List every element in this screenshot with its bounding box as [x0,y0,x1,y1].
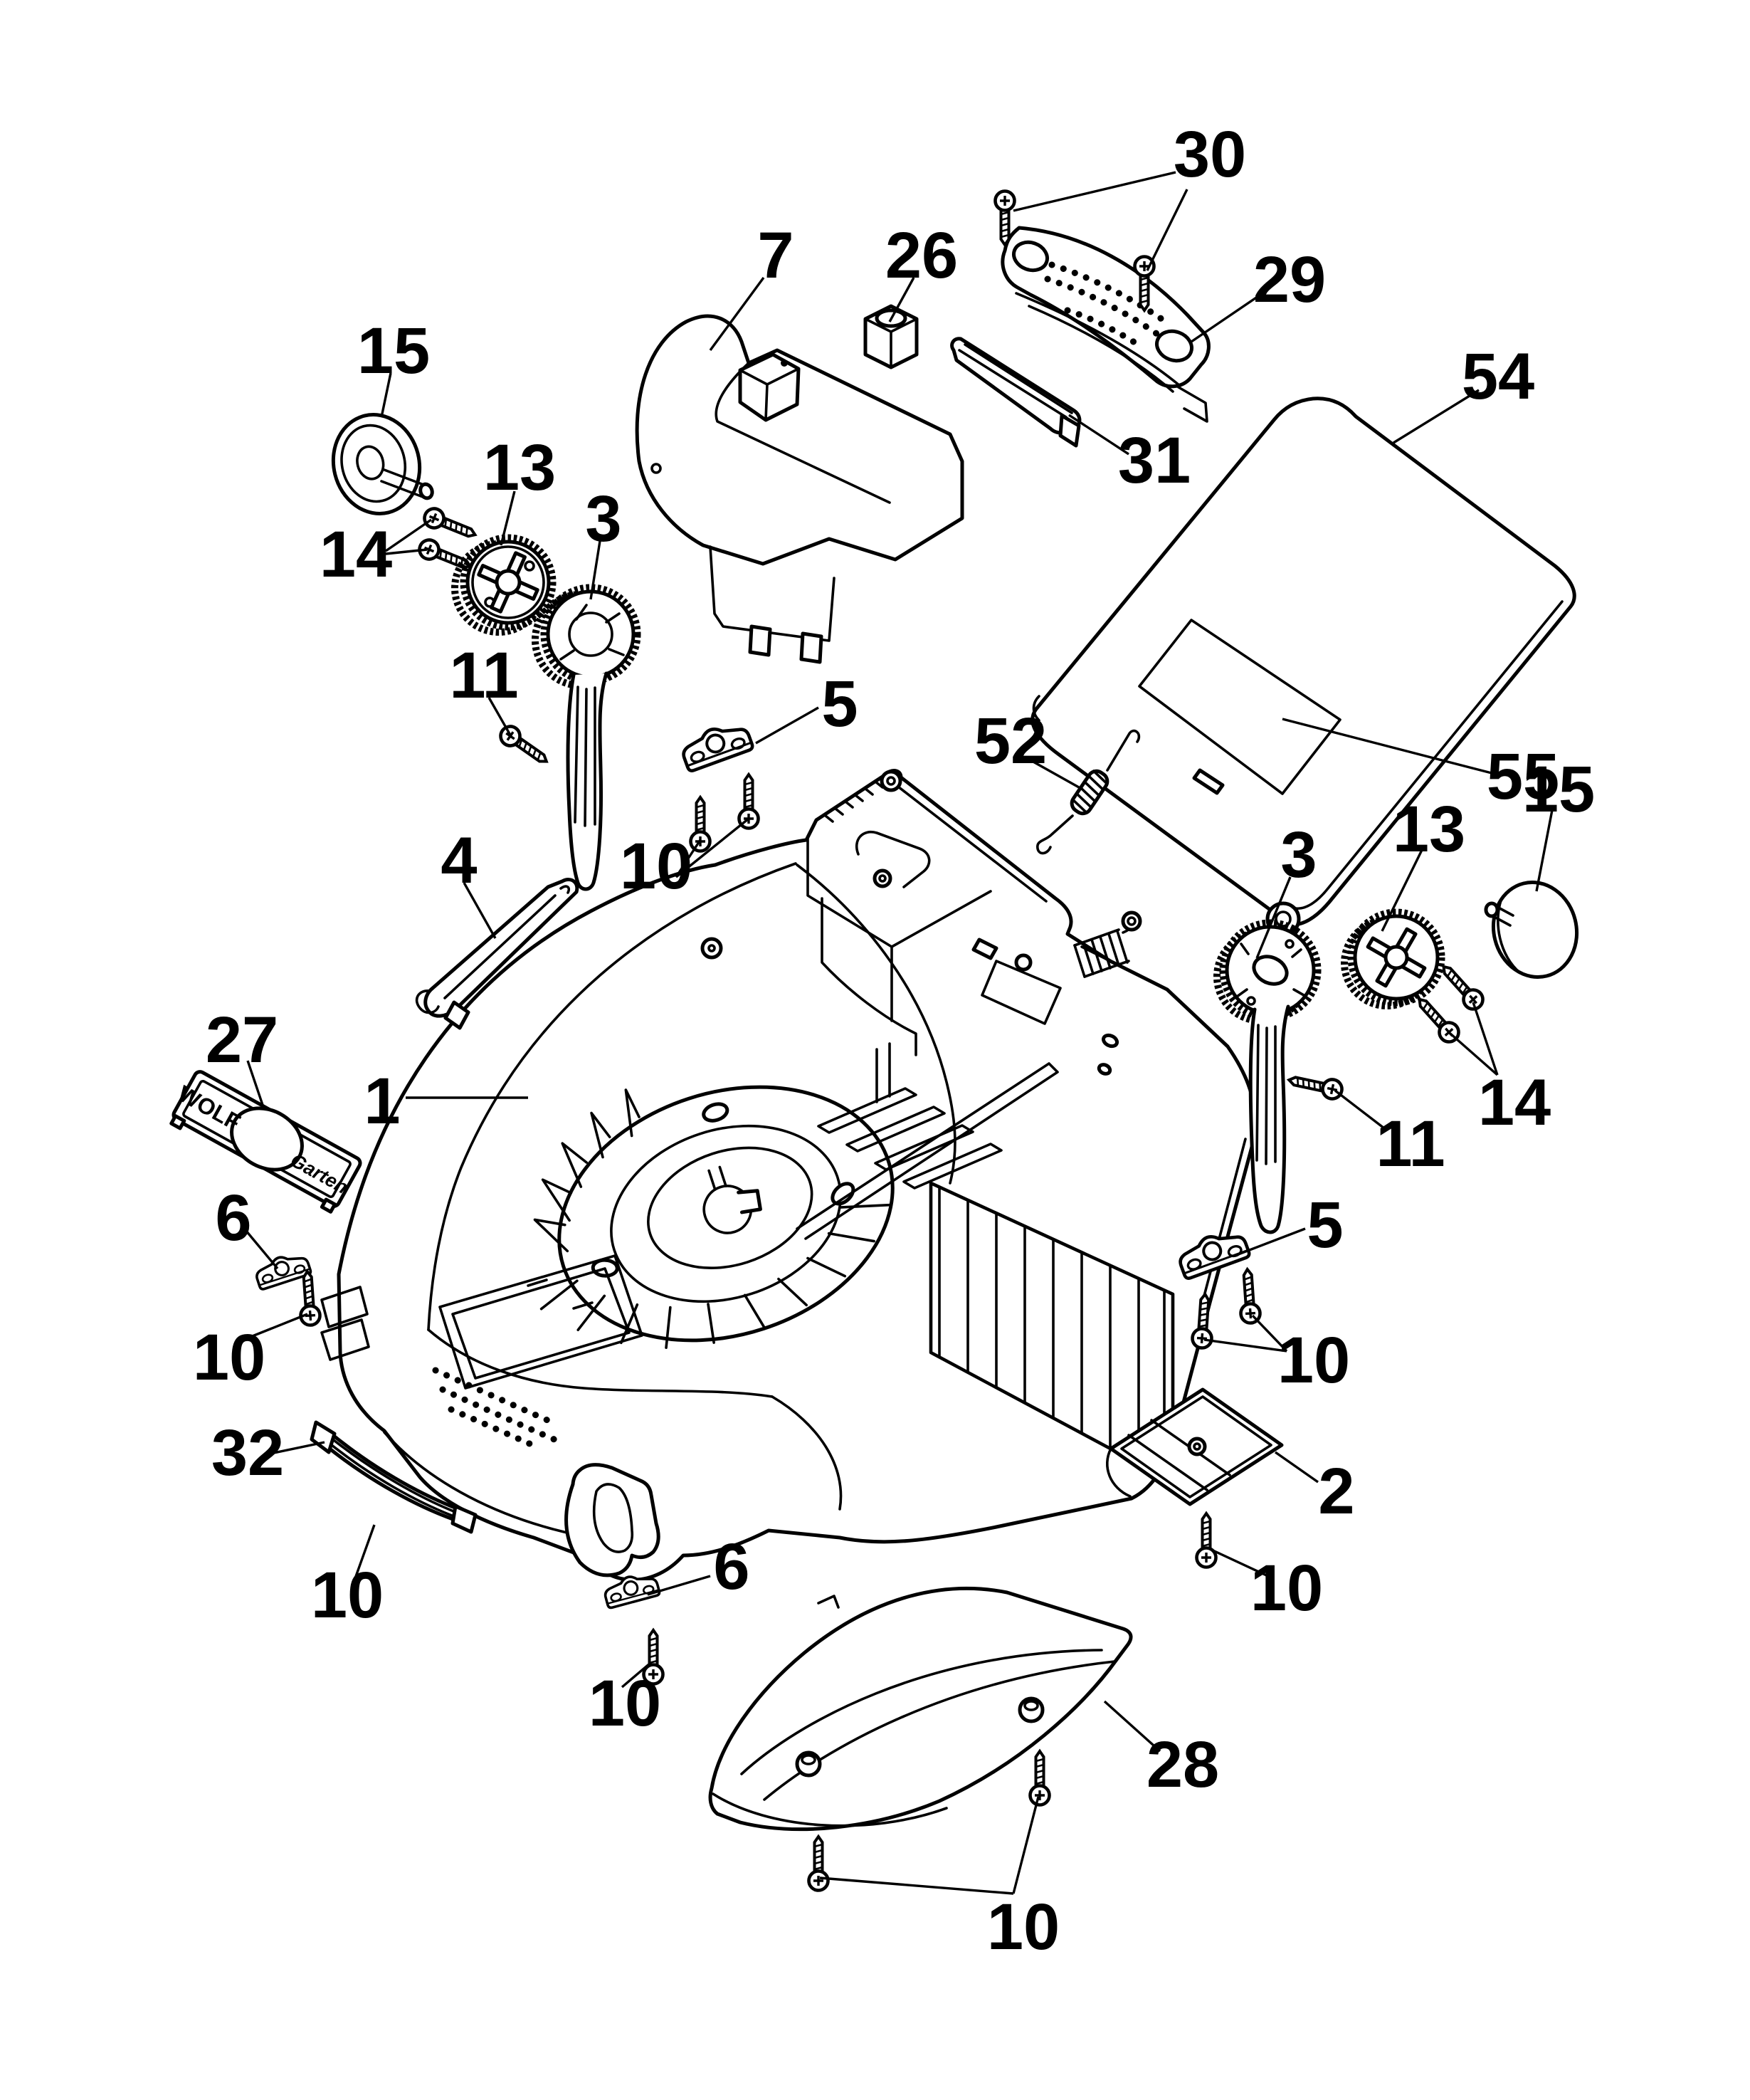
screw-10-right-a [1238,1269,1260,1323]
callout-29: 29 [1253,243,1326,316]
part-gear-wheel-left [451,534,557,636]
part-slide-bar [950,337,1082,448]
callout-26: 26 [885,219,958,292]
ribbed-wall [929,1181,1175,1484]
callout-14-left: 14 [320,518,392,591]
callout-10-plate: 10 [1250,1552,1323,1624]
front-tray [438,1254,643,1390]
callout-5-top: 5 [821,668,858,740]
part-cover [635,314,964,664]
part-wheel-adjuster-left [532,584,641,891]
callout-4: 4 [441,824,477,897]
callout-3-right: 3 [1280,819,1317,891]
callout-11-left: 11 [449,639,518,712]
callout-10-bumper: 10 [987,1891,1060,1963]
callout-15-right: 15 [1522,753,1595,826]
callout-15-left: 15 [357,315,430,387]
callout-14-right: 14 [1478,1066,1551,1139]
part-brand-badge: WOLF Garten [169,1070,362,1214]
screw-10-bumper-a [809,1837,828,1891]
screw-10-bumper-b [1031,1751,1050,1805]
callout-28: 28 [1147,1728,1219,1801]
front-roller [564,1463,660,1577]
part-trim-strip [415,878,579,1030]
part-deck-housing [320,769,1258,1582]
callout-7: 7 [757,219,794,292]
leader-lines [236,171,1554,1895]
callout-10-right: 10 [1277,1324,1350,1397]
decal-area [1138,619,1342,795]
motor-mount-fins [796,1042,1059,1240]
part-wheel-cap-left [331,413,434,515]
callout-32: 32 [211,1417,284,1489]
part-front-bumper [708,1586,1133,1832]
part-wheel-cap-right [1484,880,1579,980]
callout-11-right: 11 [1376,1108,1445,1180]
callout-13-right: 13 [1393,793,1465,866]
axle-boxes [320,1286,370,1361]
callout-30: 30 [1174,118,1246,191]
blade-opening [533,1085,895,1349]
callout-3-left: 3 [585,483,621,555]
callout-10-bottom-clip: 10 [589,1667,661,1740]
part-cable-clamp-top [678,718,754,772]
callout-54: 54 [1462,340,1534,413]
screw-10-top-a [691,797,710,851]
screw-11-left [497,723,552,769]
part-tension-spring [1036,729,1141,855]
screw-10-plate [1197,1513,1216,1568]
callout-13-left: 13 [483,431,556,504]
callout-10-left: 10 [193,1321,265,1394]
callout-2: 2 [1318,1455,1354,1528]
part-clip-left [251,1248,313,1291]
callout-10-front-left: 10 [311,1559,384,1632]
screw-14-right-a [1436,960,1487,1013]
rear-tower [806,770,1154,1056]
callout-6-bottom: 6 [713,1531,749,1603]
callout-1: 1 [364,1065,400,1138]
part-spacer-block [863,304,919,369]
part-front-trim [310,1420,478,1534]
callout-31: 31 [1118,424,1191,497]
callout-55: 55 [1487,740,1559,813]
callout-5-right: 5 [1307,1189,1343,1261]
callout-6-left: 6 [215,1182,251,1254]
callout-27: 27 [206,1004,278,1076]
part-gear-wheel-right [1341,908,1445,1009]
screw-14-left-a [421,505,478,543]
callout-labels: 30 7 26 29 54 15 13 3 14 31 11 5 55 52 1… [193,118,1595,1963]
part-mulch-plate [1106,1387,1284,1506]
callout-10-top: 10 [620,830,692,903]
callout-52: 52 [974,705,1047,777]
screw-11-right [1287,1071,1344,1101]
